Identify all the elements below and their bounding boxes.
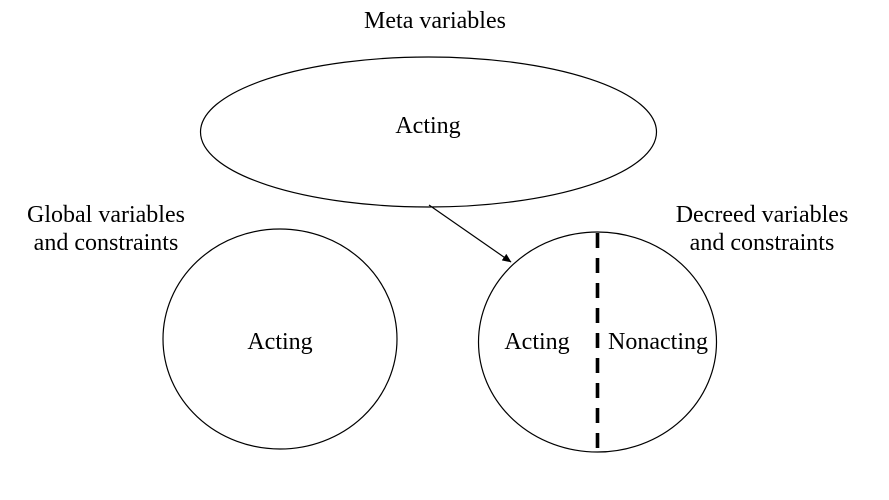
decreed-circle-caption: Decreed variables and constraints xyxy=(676,201,849,257)
decreed-circle-shape xyxy=(477,231,718,453)
diagram-title: Meta variables xyxy=(364,8,506,34)
decreed-nonacting-label: Nonacting xyxy=(608,329,708,355)
meta-ellipse-label: Acting xyxy=(395,113,461,139)
decreed-circle-caption-line1: Decreed variables xyxy=(675,202,849,228)
decreed-acting-label: Acting xyxy=(504,329,570,355)
global-circle-shape xyxy=(162,228,398,450)
decreed-circle-caption-line2: and constraints xyxy=(689,230,835,256)
meta-ellipse-shape xyxy=(199,56,658,208)
global-circle-label: Acting xyxy=(247,329,313,355)
global-circle-caption-line1: Global variables xyxy=(27,202,185,228)
global-circle-caption: Global variables and constraints xyxy=(27,201,185,257)
meta-to-decreed-arrow xyxy=(428,204,512,263)
global-circle-caption-line2: and constraints xyxy=(33,230,179,256)
